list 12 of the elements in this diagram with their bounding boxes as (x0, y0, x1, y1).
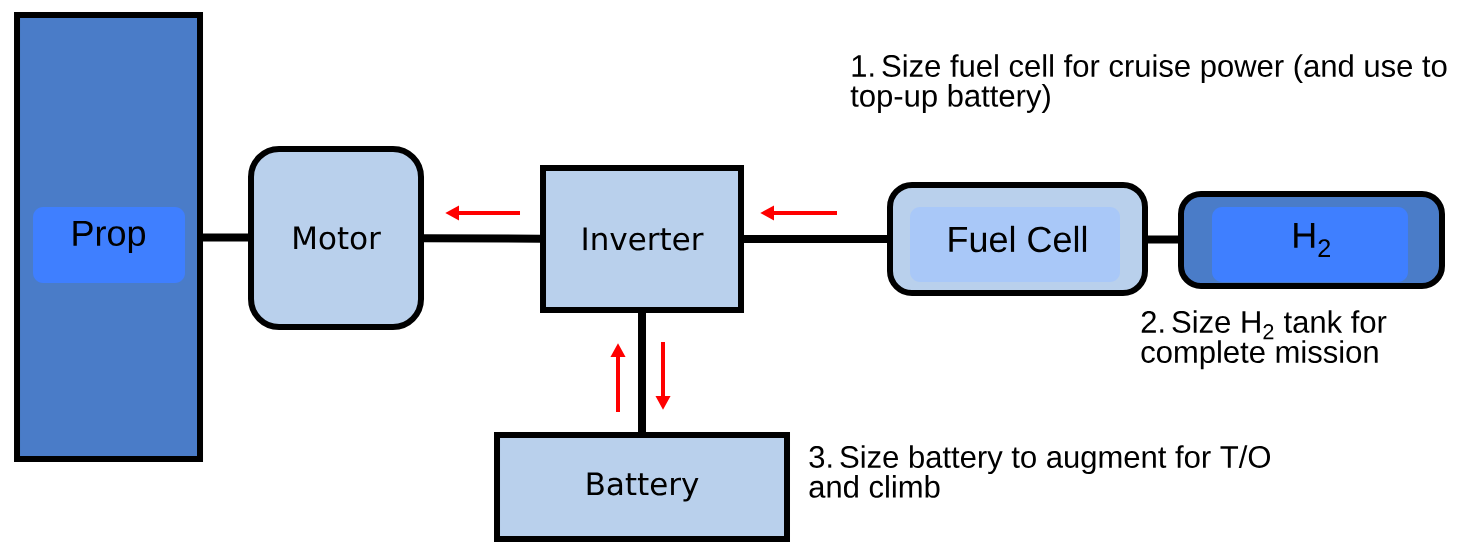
battery-box: Battery (494, 432, 790, 542)
connector-line (1148, 235, 1178, 244)
motor-box: Motor (248, 146, 424, 330)
annotation-text: 3. Size battery to augment for T/O and climb (809, 445, 1270, 498)
hydrogen-tank: H$_{2}$ (1178, 191, 1445, 289)
inverter-box: Inverter (540, 165, 744, 313)
connector-line (424, 234, 541, 243)
connector-line (203, 233, 249, 242)
annotation-text: 1. Size fuel cell for cruise power (and use to top-up battery) (850, 54, 1447, 113)
fuel-cell-box: Fuel Cell (887, 182, 1148, 296)
annotation-text: 2. Size H$_{2}$ tank for complete mission (1141, 310, 1387, 370)
prop-bar: Prop (14, 12, 203, 462)
